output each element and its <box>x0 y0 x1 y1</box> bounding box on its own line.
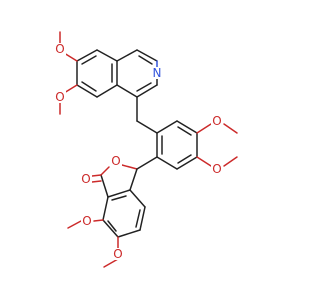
bond <box>100 166 110 176</box>
bond <box>107 189 131 198</box>
bond <box>116 84 138 98</box>
atom-o-lactone-6: O <box>112 247 124 261</box>
bond <box>91 180 102 183</box>
double-bond-inner <box>136 82 152 92</box>
atom-label-layer: O O N O O O O O <box>54 42 223 261</box>
bond <box>196 123 212 134</box>
bond <box>102 219 119 238</box>
atom-o-benzene-4: O <box>211 114 223 128</box>
bond <box>117 229 141 238</box>
bond <box>136 120 158 134</box>
bond <box>76 84 98 98</box>
atom-o-isoquinoline-7: O <box>54 90 66 104</box>
bond <box>76 49 98 62</box>
double-bond-inner <box>138 55 153 65</box>
bond <box>121 164 138 170</box>
bond <box>63 52 78 62</box>
atom-o-lactone-7: O <box>81 214 93 228</box>
oxygen-atom-label: O <box>113 247 122 261</box>
oxygen-atom-label: O <box>55 42 64 56</box>
double-bond-inner <box>177 154 192 164</box>
bond <box>102 196 109 221</box>
molecule-structure-diagram: O O N O O O O O <box>54 31 238 268</box>
bond <box>176 120 198 134</box>
oxygen-atom-label: O <box>212 114 221 128</box>
bond <box>63 84 78 94</box>
atom-o-benzene-5: O <box>211 162 223 176</box>
atom-label-background <box>81 215 93 227</box>
bond <box>96 49 118 62</box>
bond <box>196 156 212 167</box>
atom-o-lactone-ring: O <box>110 154 122 168</box>
bond <box>116 49 138 62</box>
oxygen-atom-label: O <box>81 172 90 186</box>
double-bond-inner <box>135 209 141 228</box>
bond <box>93 219 104 222</box>
oxygen-atom-label: O <box>111 154 120 168</box>
atom-n-isoquinoline: N <box>151 66 163 80</box>
bond <box>223 123 238 134</box>
atom-label-background <box>54 43 66 55</box>
bond <box>223 156 238 167</box>
bond <box>176 156 198 170</box>
double-bond-inner <box>81 55 97 65</box>
bond <box>103 258 119 268</box>
oxygen-atom-label: O <box>212 162 221 176</box>
atom-o-isoquinoline-6: O <box>54 42 66 56</box>
bond <box>129 189 146 208</box>
atom-o-carbonyl: O <box>80 172 92 186</box>
atom-label-background <box>211 163 223 175</box>
atom-label-background <box>112 248 124 260</box>
atom-label-background <box>211 115 223 127</box>
oxygen-atom-label: O <box>82 214 91 228</box>
atom-label-background <box>110 155 122 167</box>
bond <box>96 84 118 98</box>
double-bond-inner <box>111 195 127 201</box>
bond <box>100 174 109 198</box>
oxygen-atom-label: O <box>55 90 64 104</box>
bond <box>136 156 158 170</box>
bond <box>136 49 158 62</box>
bond <box>156 120 178 134</box>
double-bond-inner <box>177 126 192 136</box>
nitrogen-atom-label: N <box>153 66 162 80</box>
atom-label-background <box>80 173 92 185</box>
bond <box>129 168 138 191</box>
atom-label-background <box>151 67 163 79</box>
bond-layer <box>59 31 238 268</box>
bond <box>91 174 102 177</box>
bond <box>139 206 146 231</box>
bond <box>136 84 158 98</box>
atom-label-background <box>54 91 66 103</box>
bond <box>156 156 178 170</box>
double-bond-inner <box>107 220 117 232</box>
bond <box>67 220 82 229</box>
double-bond-inner <box>81 81 97 92</box>
